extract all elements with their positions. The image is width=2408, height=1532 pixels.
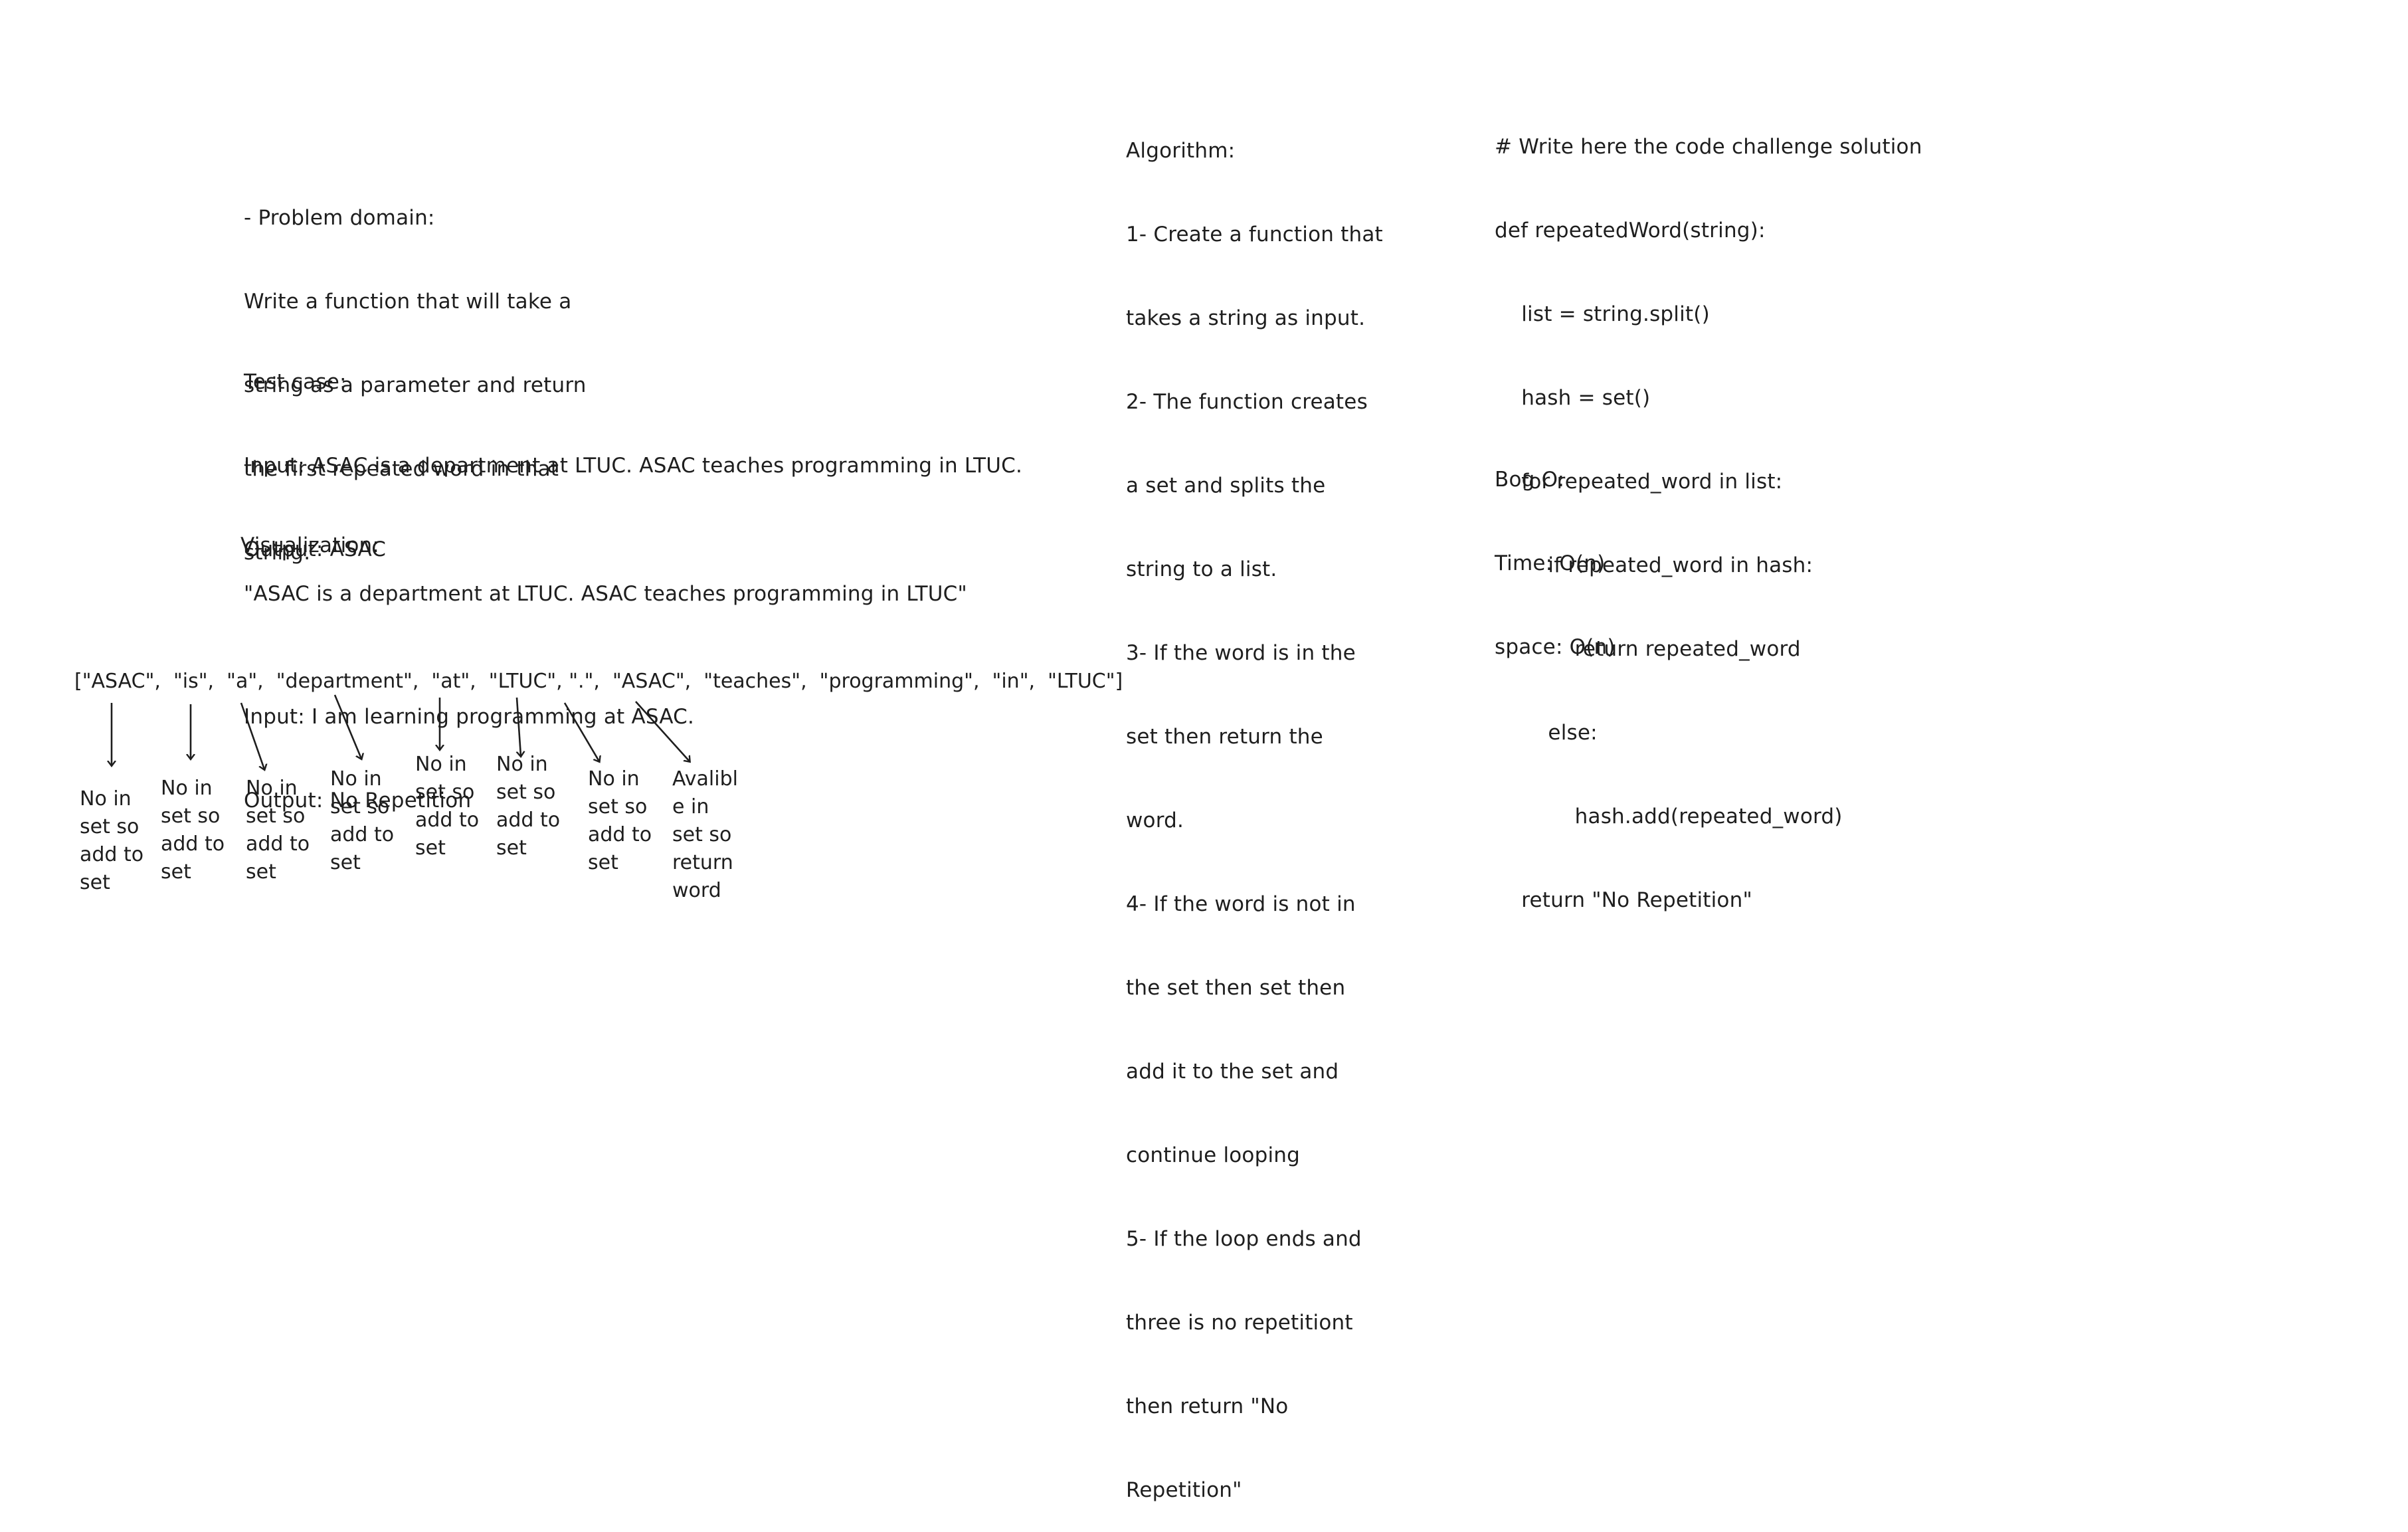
- code-line: else:: [1495, 721, 1598, 745]
- test-case-line: Test case:: [244, 370, 347, 394]
- code-line: def repeatedWord(string):: [1495, 219, 1766, 242]
- algorithm-text: Algorithm: 1- Create a function that tak…: [1126, 81, 1383, 1532]
- code-line: hash = set(): [1495, 386, 1651, 410]
- array-note: No in set so add to set: [80, 787, 144, 894]
- visualization-heading: Visualization:: [240, 533, 380, 557]
- algorithm-line: the set then set then: [1126, 976, 1346, 1000]
- problem-domain-text: - Problem domain: Write a function that …: [244, 148, 587, 595]
- array-note: No in set so add to set: [496, 753, 561, 860]
- test-case-line: Input: ASAC is a department at LTUC. ASA…: [244, 454, 1023, 478]
- code-line: hash.add(repeated_word): [1495, 805, 1843, 828]
- array-note: No in set so add to set: [330, 767, 395, 874]
- problem-line: the first repeated word in that: [244, 457, 559, 481]
- code-solution: # Write here the code challenge solution…: [1495, 77, 1922, 942]
- algorithm-line: word.: [1126, 809, 1184, 832]
- test-case-text: Test case: Input: ASAC is a department a…: [244, 312, 1022, 842]
- test-case-line: [244, 619, 1022, 647]
- algorithm-line: then return "No: [1126, 1394, 1289, 1418]
- word-array: ["ASAC", "is", "a", "department", "at", …: [74, 670, 1123, 693]
- array-note: No in set so add to set: [588, 767, 652, 874]
- algorithm-line: set then return the: [1126, 725, 1323, 749]
- algorithm-line: three is no repetitiont: [1126, 1311, 1353, 1335]
- algorithm-line: a set and splits the: [1126, 474, 1326, 498]
- code-line: if repeated_word in hash:: [1495, 553, 1813, 577]
- algorithm-line: Algorithm:: [1126, 139, 1236, 163]
- code-line: return repeated_word: [1495, 637, 1801, 661]
- algorithm-line: takes a string as input.: [1126, 306, 1366, 330]
- code-line: for repeated_word in list:: [1495, 470, 1783, 494]
- problem-line: - Problem domain:: [244, 206, 435, 230]
- complexity-line: Time: O(n): [1495, 551, 1606, 575]
- algorithm-line: 4- If the word is not in: [1126, 892, 1356, 916]
- array-note: No in set so add to set: [415, 753, 480, 860]
- algorithm-line: 1- Create a function that: [1126, 223, 1383, 246]
- problem-line: string.: [244, 541, 311, 565]
- code-line: return "No Repetition": [1495, 888, 1752, 912]
- code-line: # Write here the code challenge solution: [1495, 135, 1922, 159]
- test-case-line: Input: I am learning programming at ASAC…: [244, 705, 695, 729]
- complexity-line: space: O(n): [1495, 635, 1616, 659]
- problem-line: Write a function that will take a: [244, 290, 572, 314]
- algorithm-line: Repetition": [1126, 1478, 1242, 1502]
- algorithm-line: add it to the set and: [1126, 1060, 1339, 1084]
- problem-line: string as a parameter and return: [244, 373, 587, 397]
- array-note: Avalibl e in set so return word: [672, 767, 738, 902]
- algorithm-line: 5- If the loop ends and: [1126, 1227, 1362, 1251]
- algorithm-line: string to a list.: [1126, 557, 1277, 581]
- algorithm-line: 2- The function creates: [1126, 390, 1368, 414]
- array-note: No in set so add to set: [246, 777, 310, 884]
- test-case-line: Output: No Repetition: [244, 789, 472, 813]
- algorithm-line: 3- If the word is in the: [1126, 641, 1356, 665]
- test-case-line: Output: ASAC: [244, 537, 387, 561]
- array-note: No in set so add to set: [161, 777, 225, 884]
- complexity-line: Bog O:: [1495, 468, 1565, 492]
- algorithm-line: continue looping: [1126, 1143, 1301, 1167]
- visualization-sentence: "ASAC is a department at LTUC. ASAC teac…: [244, 582, 967, 606]
- complexity-text: Bog O: Time: O(n) space: O(n): [1495, 410, 1616, 689]
- code-line: list = string.split(): [1495, 302, 1710, 326]
